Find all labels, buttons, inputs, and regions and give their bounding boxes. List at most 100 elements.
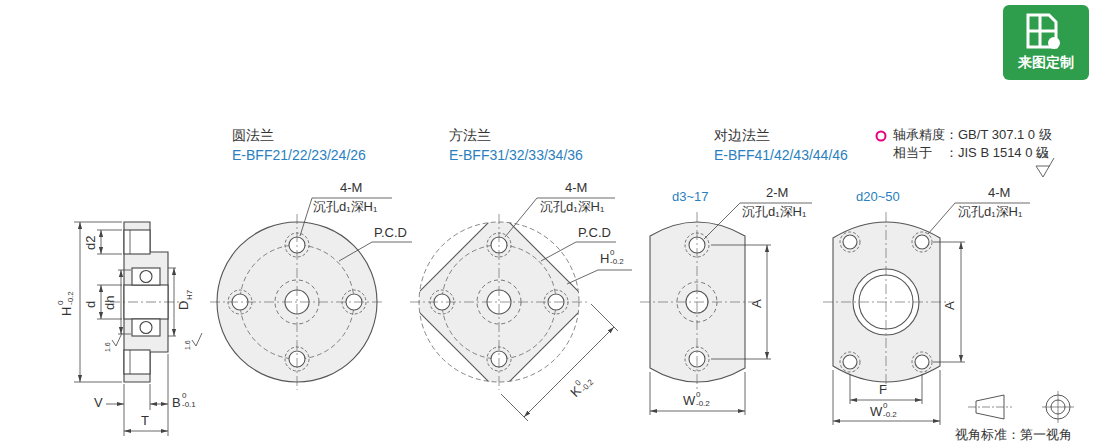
drawing-part (74, 222, 122, 223)
drawing-part (840, 232, 860, 252)
drawing-part (697, 212, 698, 392)
drawing-part (968, 407, 1012, 408)
dimension-label: A (750, 299, 764, 308)
drawing-part (915, 235, 929, 249)
drawing-part (101, 285, 102, 319)
drawing-part (168, 354, 169, 436)
drawing-part (711, 245, 771, 246)
dimension-label: -0.2 (883, 411, 897, 420)
drawing-part (850, 374, 851, 404)
dimension-label: 视角标准：第一视角 (955, 428, 1072, 442)
drawing-part (704, 203, 812, 239)
dimension-label: d3~17 (672, 190, 709, 204)
drawing-part (933, 242, 965, 243)
drawing-part (121, 270, 122, 334)
dimension-label: 0 (696, 391, 700, 400)
drawing-part (339, 242, 412, 261)
drawing-part (928, 203, 1030, 234)
drawing-part (640, 302, 755, 303)
drawing-part (567, 270, 632, 284)
drawing-part (1028, 30, 1056, 33)
drawing-part (118, 334, 131, 335)
drawing-part (961, 242, 962, 362)
drawing-part (124, 431, 168, 432)
drawing-part (1058, 391, 1059, 423)
dimension-label: d20~50 (856, 190, 900, 204)
dimension-label: H (60, 307, 74, 316)
drawing-part (210, 302, 384, 303)
drawing-part (711, 359, 771, 360)
projection-symbol (968, 391, 1074, 423)
drawing-part (80, 222, 81, 382)
dimension-label: 4-M (340, 181, 362, 195)
drawing-part (840, 352, 860, 372)
drawing-part (150, 384, 151, 410)
flat-flange-small-dimensions (650, 203, 812, 415)
drawing-part (524, 327, 614, 417)
dimension-label: d (84, 301, 98, 308)
drawing-part (912, 352, 932, 372)
dimension-label: W (683, 394, 695, 408)
round-flange-leaders (300, 198, 412, 261)
title-label: E-BFF41/42/43/44/46 (714, 148, 848, 163)
title-label: 方法兰 (449, 128, 491, 143)
dimension-label: 相当于 ：JIS B 1514 0 级 (893, 146, 1049, 160)
drawing-part (1036, 158, 1054, 177)
flat-flange-large-dimensions (833, 203, 1030, 425)
flat-flange-small (640, 212, 755, 392)
precision-marker (877, 132, 886, 141)
dimension-label: 0 (610, 249, 614, 258)
drawing-part (132, 268, 160, 285)
dimension-label: B (172, 396, 181, 410)
drawing-part (915, 355, 929, 369)
drawing-part (843, 235, 857, 249)
side-view (110, 222, 184, 382)
drawing-part (912, 232, 932, 252)
dimension-label: 沉孔d₁深H₁ (958, 205, 1022, 219)
dimension-label: 轴承精度：GB/T 307.1 0 级 (893, 128, 1052, 142)
drawing-part (1036, 166, 1050, 167)
drawing-part (140, 322, 152, 334)
dimension-label: T (141, 414, 149, 428)
drawing-part (140, 271, 152, 283)
drawing-part (297, 214, 298, 390)
square-flange-dimensions (501, 198, 632, 421)
round-flange (210, 214, 384, 390)
title-label: E-BFF21/22/23/24/26 (232, 148, 366, 163)
drawing-part (130, 350, 131, 374)
drawing-part (112, 333, 122, 346)
badge-icon (1003, 5, 1081, 53)
drawing-part (174, 268, 175, 336)
flat-flange-large (823, 212, 950, 392)
dimension-label: 4-M (565, 181, 587, 195)
dimension-label: 0 (883, 402, 887, 411)
dimension-label: F (879, 383, 887, 397)
dimension-label: 1.6 (184, 340, 192, 350)
dimension-label: -0.2 (67, 291, 76, 305)
dimension-label: 沉孔d₁深H₁ (313, 200, 377, 214)
dimension-label: V (94, 396, 103, 410)
drawing-part (168, 336, 176, 337)
dimension-label: 1.6 (104, 342, 112, 352)
dimension-label: P.C.D (578, 226, 611, 240)
dimension-label: 2-M (766, 186, 788, 200)
drawing-part (409, 212, 589, 392)
drawing-part (168, 268, 176, 269)
drawing-part (124, 230, 150, 254)
drawing-part (118, 270, 131, 271)
drawing-part (843, 355, 857, 369)
drawing-part (1048, 37, 1060, 49)
drawing-part (767, 245, 768, 359)
drawing-part (132, 319, 160, 336)
side-view-dimensions (74, 222, 202, 436)
drawing-part (650, 372, 651, 415)
drawing-part (124, 384, 125, 436)
drawing-part (192, 333, 202, 346)
dimension-label: -0.1 (182, 401, 196, 410)
dimension-label: dh (103, 296, 117, 310)
dimension-label: -0.2 (610, 258, 624, 267)
drawing-part (124, 350, 150, 374)
dimension-label: -0.2 (696, 400, 710, 409)
drawing-part (650, 411, 745, 412)
